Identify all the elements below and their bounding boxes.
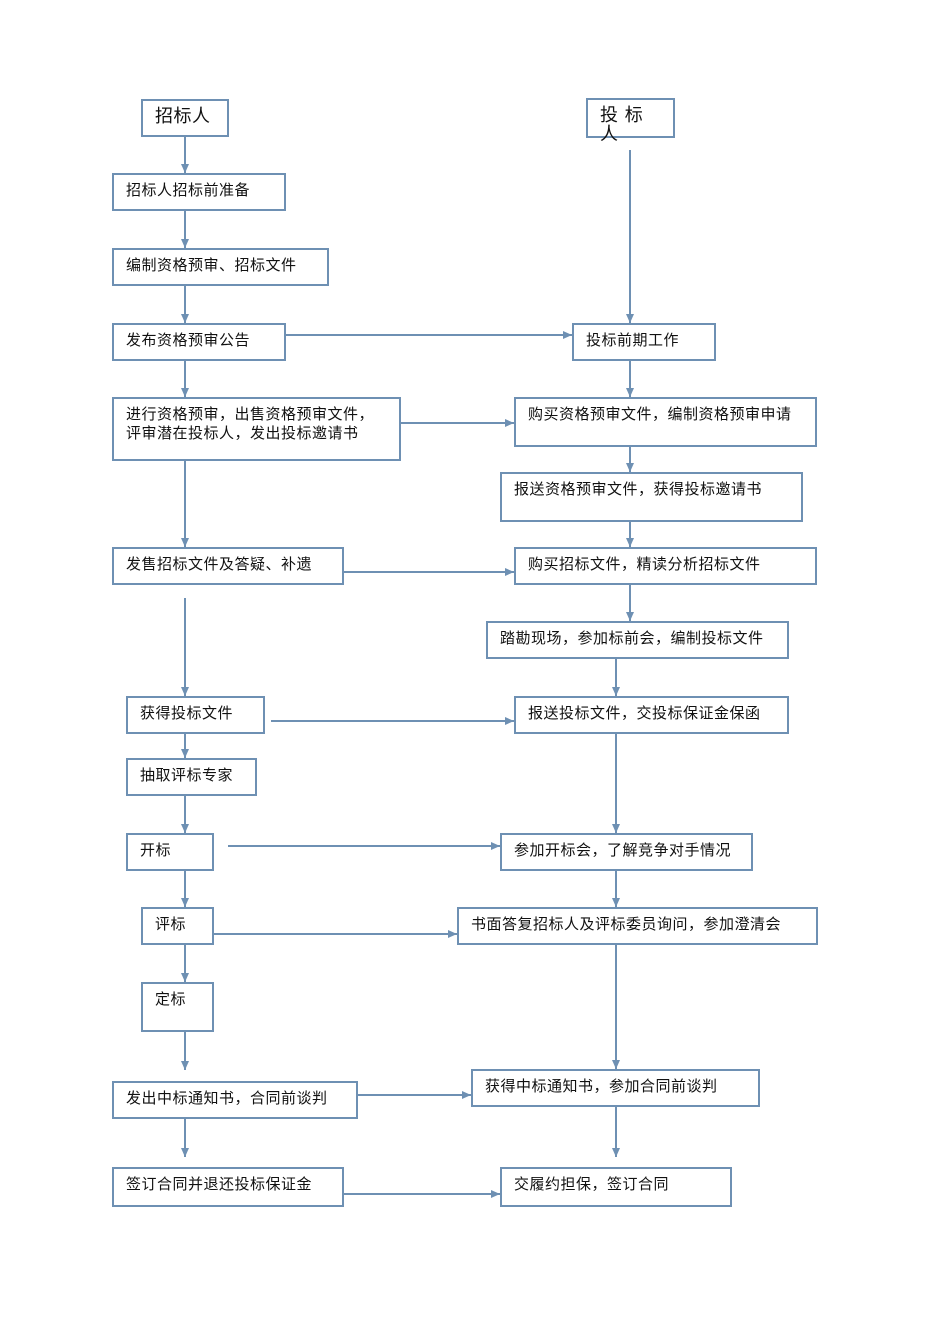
tenderer-step-evaluate: 评标 <box>141 907 214 945</box>
bidder-step-buy-tender-docs: 购买招标文件，精读分析招标文件 <box>514 547 817 585</box>
bidder-step-submit-bid: 报送投标文件，交投标保证金保函 <box>514 696 789 734</box>
bidder-step-buy-prequal-docs: 购买资格预审文件，编制资格预审申请 <box>514 397 817 447</box>
tenderer-step-select-experts: 抽取评标专家 <box>126 758 257 796</box>
tenderer-step-prepare: 招标人招标前准备 <box>112 173 286 211</box>
tenderer-step-notify-negotiate: 发出中标通知书，合同前谈判 <box>112 1081 358 1119</box>
lane-header-tenderer: 招标人 <box>141 99 229 137</box>
bidder-step-attend-opening: 参加开标会，了解竞争对手情况 <box>500 833 753 871</box>
tenderer-step-publish-notice: 发布资格预审公告 <box>112 323 286 361</box>
tenderer-step-receive-bids: 获得投标文件 <box>126 696 265 734</box>
tenderer-step-sell-docs: 发售招标文件及答疑、补遗 <box>112 547 344 585</box>
tenderer-step-open-bids: 开标 <box>126 833 214 871</box>
bidder-step-clarification: 书面答复招标人及评标委员询问，参加澄清会 <box>457 907 818 945</box>
bidder-step-submit-prequal: 报送资格预审文件，获得投标邀请书 <box>500 472 803 522</box>
tenderer-step-compile-docs: 编制资格预审、招标文件 <box>112 248 329 286</box>
tenderer-step-award: 定标 <box>141 982 214 1032</box>
bidder-step-sign-contract: 交履约担保，签订合同 <box>500 1167 732 1207</box>
bidder-step-preliminary-work: 投标前期工作 <box>572 323 716 361</box>
tenderer-step-prequalify: 进行资格预审，出售资格预审文件，评审潜在投标人，发出投标邀请书 <box>112 397 401 461</box>
lane-header-bidder: 投 标 人 <box>586 98 675 144</box>
tenderer-step-sign-contract: 签订合同并退还投标保证金 <box>112 1167 344 1207</box>
bidder-step-site-visit: 踏勘现场，参加标前会，编制投标文件 <box>486 621 789 659</box>
bidder-step-receive-award: 获得中标通知书，参加合同前谈判 <box>471 1069 760 1107</box>
